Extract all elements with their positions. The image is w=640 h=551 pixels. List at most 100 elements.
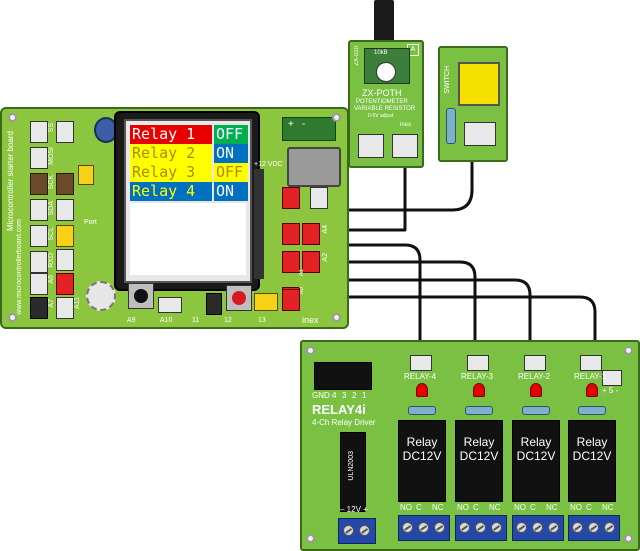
port-connector-a6[interactable] — [30, 273, 48, 295]
terminal-screw[interactable] — [491, 522, 502, 533]
relay-resistor — [408, 406, 436, 415]
relay-output-terminal[interactable] — [455, 515, 507, 541]
port-connector-r1[interactable] — [282, 187, 300, 209]
port-connector-a2[interactable] — [302, 251, 320, 273]
port-connector-2c[interactable] — [56, 199, 74, 221]
mount-hole-tl — [8, 113, 17, 122]
rotary-knob[interactable] — [86, 281, 116, 311]
mount-hole-bl — [8, 313, 17, 322]
terminal-screw[interactable] — [588, 522, 599, 533]
lcd-row-label: Relay 3 — [130, 163, 212, 182]
port-connector-a7[interactable] — [30, 297, 48, 319]
bottom-connector-2[interactable] — [206, 293, 222, 315]
port-connector-rxd[interactable] — [30, 251, 48, 273]
terminal-screw[interactable] — [434, 522, 445, 533]
lcd-row-state: ON — [214, 144, 248, 163]
pot-value: 10kB — [374, 50, 388, 56]
relay-output-terminal[interactable] — [568, 515, 620, 541]
relay-label-line1: Relay — [463, 435, 495, 449]
port-connector-2a[interactable] — [56, 121, 74, 143]
terminal-screw[interactable] — [516, 522, 527, 533]
label-rxd: RXD — [48, 253, 55, 268]
pot-subtitle-2: VARIABLE RESISTOR — [354, 106, 416, 112]
switch-button[interactable] — [458, 62, 500, 106]
terminal-screw[interactable] — [572, 522, 583, 533]
port-connector-a4[interactable] — [282, 223, 300, 245]
pot-connector-right[interactable] — [392, 134, 418, 158]
switch-resistor — [446, 108, 456, 144]
switch-connector[interactable] — [464, 122, 496, 146]
relay-input-connector[interactable] — [467, 355, 489, 371]
pushbutton-right[interactable] — [226, 285, 252, 311]
pushbutton-left[interactable] — [128, 283, 154, 309]
label-power: +12 VDC — [254, 161, 283, 168]
terminal-screw[interactable] — [604, 522, 615, 533]
relay-mount-hole-tl — [306, 346, 315, 355]
port-connector-mosi[interactable] — [30, 147, 48, 169]
relay-input-connector[interactable] — [580, 355, 602, 371]
relay-connector-label: RELAY-1 — [574, 372, 607, 381]
switch-label: SWITCH — [444, 66, 451, 94]
bottom-connector-3[interactable] — [254, 293, 278, 311]
bottom-connector-4[interactable] — [282, 289, 300, 311]
relay-power-header-label: + 5 - — [602, 386, 619, 395]
power-terminal-12v[interactable] — [338, 518, 376, 544]
label-a1: A1 — [299, 269, 305, 277]
label-scl: SCL — [48, 227, 55, 241]
pot-connector-left[interactable] — [358, 134, 384, 158]
relay-input-connector[interactable] — [410, 355, 432, 371]
port-connector-a11[interactable] — [56, 297, 74, 319]
relay-mount-hole-br — [624, 534, 633, 543]
terminal-screw[interactable] — [402, 522, 413, 533]
relay-led — [530, 383, 542, 397]
lcd-row-label: Relay 1 — [130, 125, 212, 144]
port-connector-yellow-1[interactable] — [78, 165, 94, 185]
controller-board: Microcontroller starter board www.microc… — [0, 107, 349, 329]
wire-relay-2 — [298, 260, 477, 352]
terminal-screw[interactable] — [418, 522, 429, 533]
label-12: 12 — [224, 317, 232, 324]
port-connector-ss[interactable] — [30, 121, 48, 143]
port-connector-a5[interactable] — [302, 223, 320, 245]
label-a2: A2 — [322, 253, 329, 262]
relay-input-header[interactable] — [314, 362, 372, 390]
port-connector-2d[interactable] — [56, 249, 74, 271]
relay-header-label-4: 4 — [332, 391, 337, 400]
terminal-screw[interactable] — [475, 522, 486, 533]
relay-output-terminal[interactable] — [398, 515, 450, 541]
terminal-label-c: C — [530, 503, 536, 512]
port-connector-sda[interactable] — [30, 199, 48, 221]
bottom-connector-1[interactable] — [158, 297, 182, 313]
relay-label-line2: DC12V — [459, 449, 499, 463]
terminal-screw[interactable] — [459, 522, 470, 533]
relay-label-line1: Relay — [576, 435, 608, 449]
terminal-label-no: NO — [570, 503, 582, 512]
relay-output-terminal[interactable] — [512, 515, 564, 541]
port-connector-r1b[interactable] — [310, 187, 328, 209]
label-a9: A9 — [127, 317, 136, 324]
terminal-label-nc: NC — [546, 503, 558, 512]
wire-relay-1 — [298, 243, 422, 352]
power-terminal-small[interactable] — [282, 117, 336, 141]
terminal-screw[interactable] — [532, 522, 543, 533]
relay-power-header[interactable] — [602, 370, 622, 386]
port-connector-a1[interactable] — [282, 251, 300, 273]
switch-module: SWITCH — [438, 46, 508, 162]
potentiometer-shaft[interactable] — [374, 0, 394, 42]
port-connector-2b[interactable] — [56, 173, 74, 195]
relay-header-label-gnd: GND — [312, 391, 330, 400]
label-a4: A4 — [322, 225, 329, 234]
relay-input-connector[interactable] — [524, 355, 546, 371]
relay-resistor — [522, 406, 550, 415]
terminal-screw[interactable] — [548, 522, 559, 533]
relay-header-label-1: 1 — [362, 391, 367, 400]
port-connector-scl[interactable] — [30, 225, 48, 247]
port-connector-red-left[interactable] — [56, 273, 74, 295]
pot-brand: inex — [400, 122, 412, 128]
port-connector-yellow-2[interactable] — [56, 225, 74, 247]
label-sck: SCK — [48, 175, 55, 190]
port-connector-sck[interactable] — [30, 173, 48, 195]
power-jack[interactable] — [287, 147, 341, 187]
